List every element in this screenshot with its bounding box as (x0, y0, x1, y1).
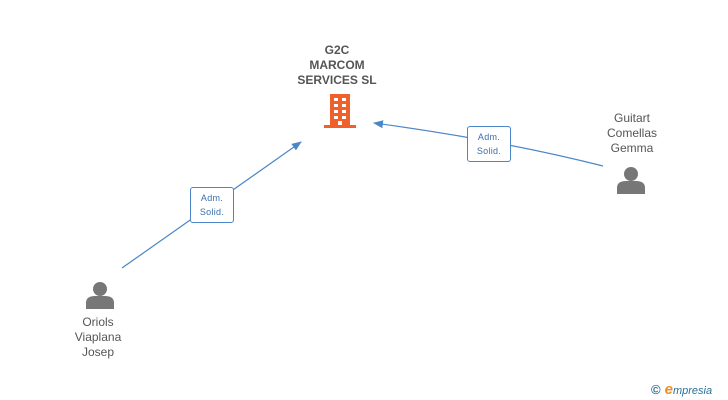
company-name[interactable]: G2C MARCOM SERVICES SL (297, 43, 377, 87)
person-icon[interactable] (617, 166, 645, 194)
person-name-oriols[interactable]: Oriols Viaplana Josep (74, 315, 122, 359)
edge-label-guitart: Adm. Solid. (467, 126, 511, 162)
person-name-guitart[interactable]: Guitart Comellas Gemma (606, 111, 657, 155)
building-icon[interactable] (324, 94, 356, 128)
person-icon[interactable] (86, 281, 114, 309)
edge-label-oriols: Adm. Solid. (190, 187, 234, 223)
copyright-icon: © (651, 381, 661, 397)
